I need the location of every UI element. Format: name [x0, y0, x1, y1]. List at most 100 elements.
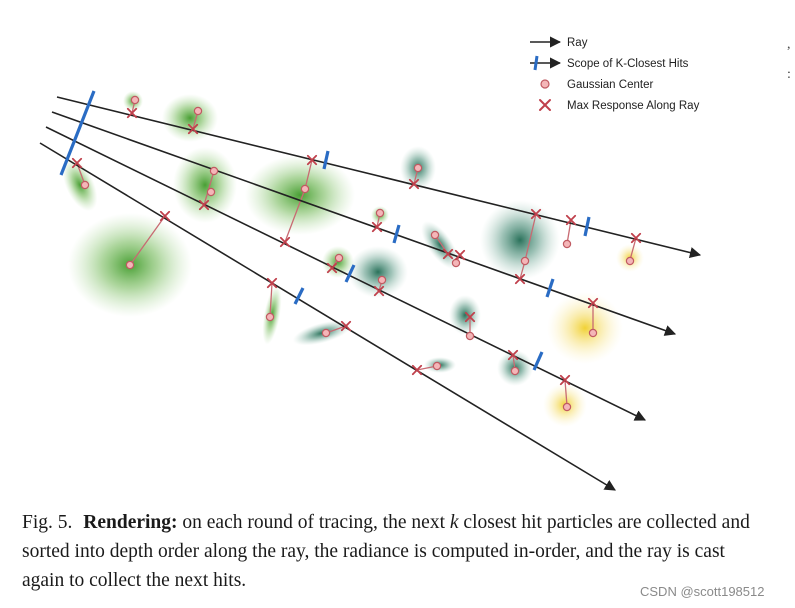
- caption-text-after: closest hit particles are collected and …: [22, 512, 750, 591]
- gaussian-blob: [547, 292, 623, 364]
- ray-line: [51, 111, 677, 336]
- scope-marker: [344, 264, 356, 283]
- legend: Ray Scope of K-Closest Hits Gaussian Cen…: [530, 36, 700, 112]
- max-response-mark: [514, 273, 526, 285]
- gaussian-center: [130, 95, 140, 105]
- max-response-mark: [454, 249, 466, 261]
- edge-glyph: :: [787, 67, 791, 82]
- gaussian-blob: [348, 246, 408, 298]
- figure-diagram: Ray Scope of K-Closest Hits Gaussian Cen…: [39, 36, 702, 491]
- gaussian-blob: [245, 155, 355, 235]
- gaussian-center: [375, 208, 385, 218]
- max-response-marks: [71, 107, 642, 386]
- gaussian-center: [588, 328, 598, 338]
- gaussian-center: [413, 163, 423, 173]
- legend-ray-label: Ray: [567, 37, 588, 49]
- gaussian-center: [125, 260, 135, 270]
- caption-k-symbol: k: [449, 512, 459, 533]
- max-response-mark: [530, 208, 542, 220]
- gaussian-blob: [480, 200, 560, 280]
- gaussian-center: [465, 331, 475, 341]
- legend-max-response-label: Max Response Along Ray: [567, 100, 700, 112]
- scope-marker: [532, 351, 544, 371]
- gaussian-center: [80, 180, 90, 190]
- max-response-mark: [559, 374, 571, 386]
- gaussian-center: [209, 166, 219, 176]
- gaussian-blob: [162, 94, 218, 142]
- cropped-text-edge: , :: [787, 30, 795, 90]
- caption-bold-term: Rendering:: [83, 512, 178, 533]
- gaussian-center: [334, 253, 344, 263]
- scope-markers: [59, 90, 591, 371]
- caption-figure-number: Fig. 5.: [22, 512, 73, 533]
- legend-gaussian-center-label: Gaussian Center: [567, 79, 653, 91]
- gaussian-center: [377, 275, 387, 285]
- scope-marker: [322, 150, 330, 170]
- figure-caption: Fig. 5. Rendering: on each round of trac…: [22, 508, 762, 595]
- gaussian-blob: [449, 295, 481, 335]
- connector-line: [269, 282, 273, 318]
- max-response-mark: [442, 248, 454, 260]
- gaussian-center: [625, 256, 635, 266]
- max-response-mark: [198, 199, 210, 211]
- max-response-mark: [326, 262, 338, 274]
- rays: [39, 96, 702, 491]
- gaussian-center: [510, 366, 520, 376]
- gaussian-blob: [421, 221, 459, 269]
- connector-line: [203, 170, 215, 206]
- max-response-mark: [126, 107, 138, 119]
- max-response-mark: [340, 320, 352, 332]
- gaussian-center: [430, 230, 440, 240]
- edge-glyph: ,: [787, 37, 791, 52]
- scope-marker: [583, 216, 591, 237]
- ray-line: [39, 142, 616, 491]
- gaussian-blob: [173, 147, 237, 223]
- max-response-mark: [411, 364, 423, 376]
- legend-scope-label: Scope of K-Closest Hits: [567, 58, 689, 70]
- watermark: CSDN @scott198512: [640, 584, 765, 599]
- gaussian-center: [300, 184, 310, 194]
- gaussian-centers: [80, 95, 635, 412]
- max-response-mark: [373, 285, 385, 297]
- gaussian-center: [451, 258, 461, 268]
- scope-start-marker: [59, 90, 96, 176]
- max-response-mark: [159, 210, 171, 222]
- legend-scope-icon: [530, 55, 562, 71]
- legend-max-response-icon: [539, 99, 551, 111]
- connector-line: [564, 379, 568, 407]
- max-response-mark: [371, 221, 383, 233]
- max-response-mark: [408, 178, 420, 190]
- max-response-mark: [266, 277, 278, 289]
- gaussian-center: [206, 187, 216, 197]
- gaussian-blob: [62, 158, 98, 212]
- connector-line: [524, 213, 537, 262]
- legend-gaussian-center-icon: [540, 79, 550, 89]
- gaussian-center: [321, 328, 331, 338]
- caption-text-before: on each round of tracing, the next: [182, 512, 446, 533]
- max-response-mark: [565, 214, 577, 226]
- gaussian-center: [562, 402, 572, 412]
- gaussian-center: [562, 239, 572, 249]
- max-response-mark: [587, 297, 599, 309]
- connector-line: [304, 159, 313, 190]
- max-response-mark: [630, 232, 642, 244]
- gaussian-center: [432, 361, 442, 371]
- connector-line: [284, 188, 306, 243]
- max-response-mark: [306, 154, 318, 166]
- scope-marker: [392, 224, 401, 244]
- gaussian-center: [520, 256, 530, 266]
- max-response-mark: [507, 349, 519, 361]
- scope-marker: [545, 278, 555, 298]
- max-response-mark: [71, 157, 83, 169]
- gaussian-center: [265, 312, 275, 322]
- gaussian-center: [193, 106, 203, 116]
- ray-line: [56, 96, 702, 259]
- connector-line: [629, 237, 637, 261]
- max-response-mark: [464, 311, 476, 323]
- connector-line: [129, 215, 166, 266]
- scope-marker: [293, 287, 305, 305]
- max-response-mark: [187, 123, 199, 135]
- max-response-mark: [279, 236, 291, 248]
- ray-line: [45, 126, 647, 421]
